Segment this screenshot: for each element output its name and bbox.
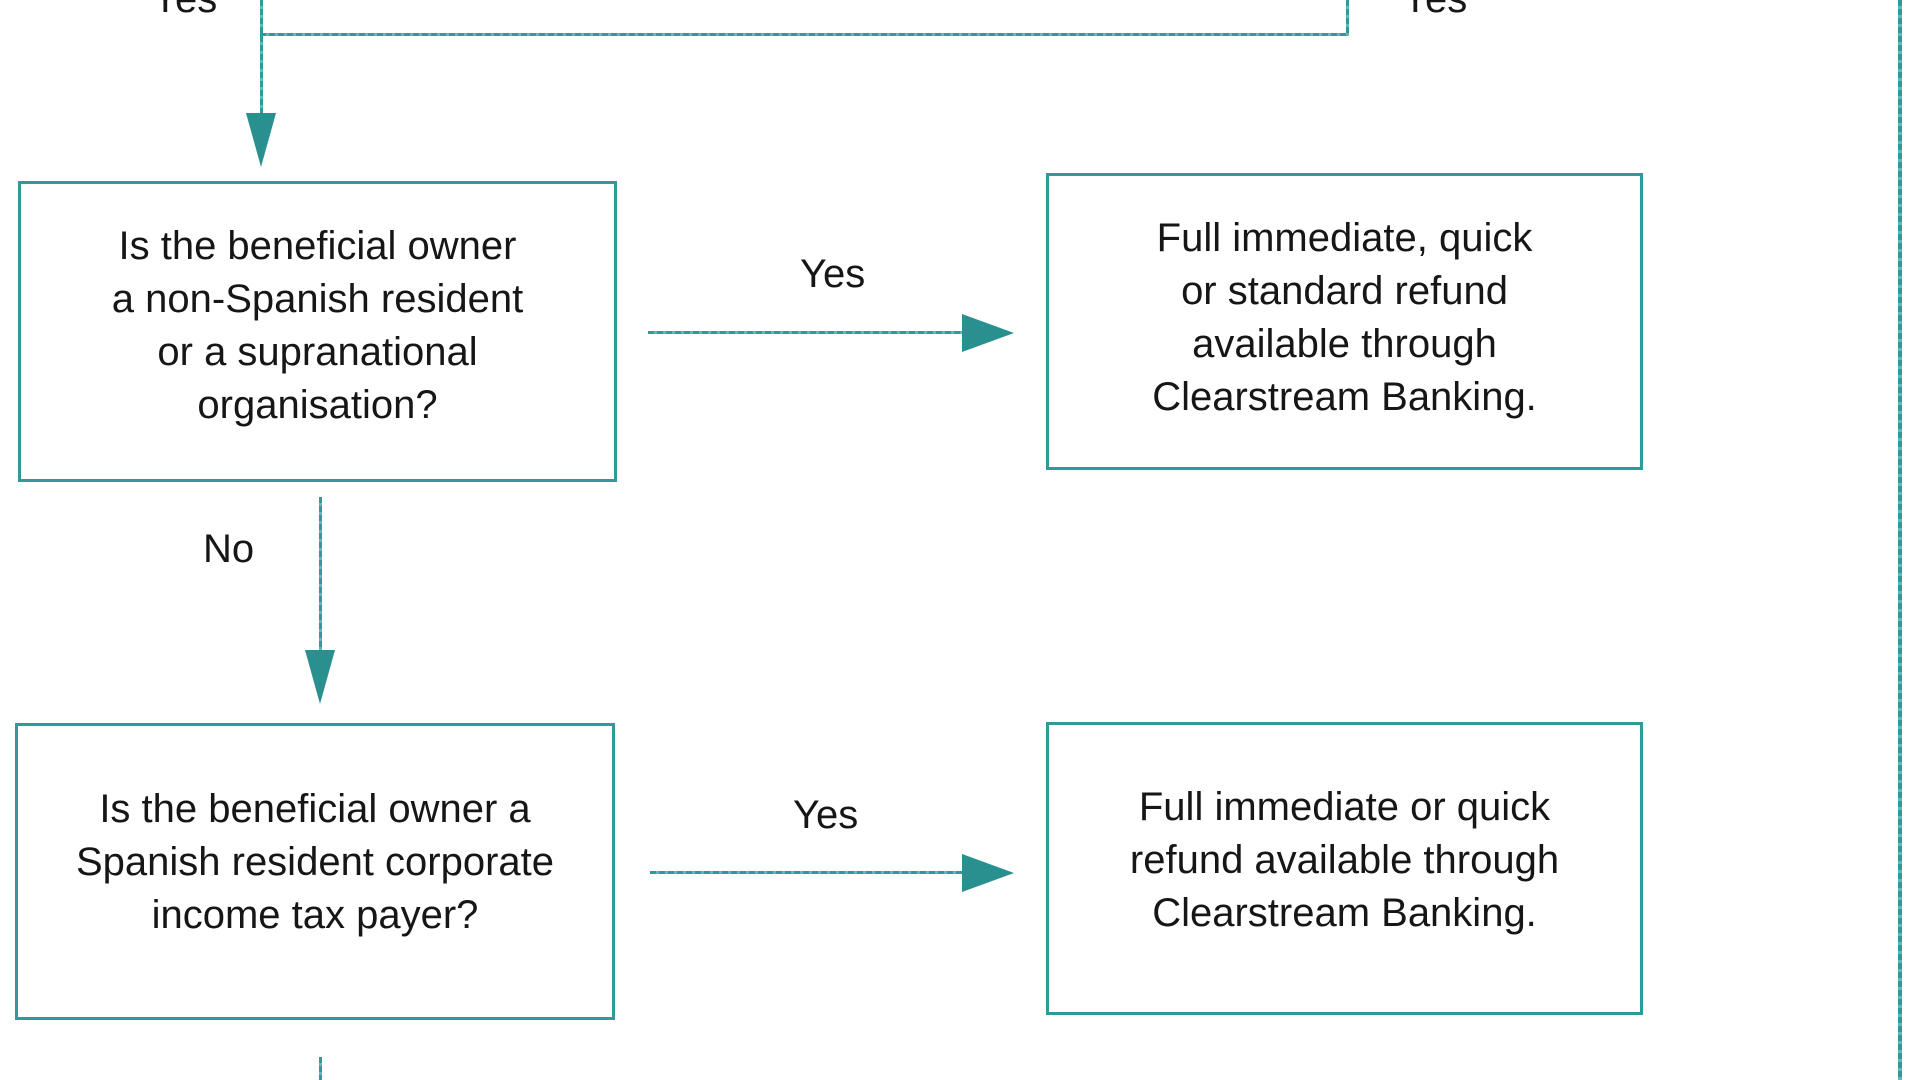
connector-q2-continuation [319, 1057, 322, 1080]
decision-box-text-line: organisation? [197, 382, 438, 427]
outcome-box-text-line: or standard refund [1181, 268, 1508, 313]
decision-box-text-line: or a supranational [157, 329, 478, 374]
outcome-box-text-line: refund available through [1129, 838, 1560, 882]
outcome-box-text-line: Clearstream Banking. [1152, 891, 1537, 935]
edge-label-no: No [203, 527, 255, 571]
decision-box-text-line: Spanish resident corporate [75, 840, 555, 884]
connector-top-right-vertical [1346, 0, 1349, 36]
decision-box-text-line: Is the beneficial owner [118, 223, 517, 268]
edge-label-yes-top-left: Yes [152, 0, 217, 20]
decision-box-text-line: Is the beneficial owner a [99, 787, 531, 831]
outcome-box-full-immediate-quick: Full immediate or quick refund available… [1046, 722, 1643, 1015]
arrowhead-into-q2 [305, 650, 335, 704]
arrowhead-into-r1 [962, 314, 1014, 352]
outcome-box-text-line: Full immediate or quick [1138, 785, 1551, 829]
connector-right-edge-vertical [1898, 0, 1902, 1080]
connector-row1-horizontal [648, 331, 966, 334]
edge-label-yes-row2: Yes [793, 793, 859, 837]
connector-top-left-vertical [260, 0, 263, 113]
connector-no-vertical [319, 497, 322, 650]
connector-row2-horizontal [650, 871, 966, 874]
decision-box-text-line: income tax payer? [151, 893, 479, 937]
edge-label-yes-row1: Yes [800, 252, 866, 296]
connector-top-horizontal [260, 33, 1349, 36]
arrowhead-into-q1 [246, 113, 276, 167]
outcome-box-text-line: Clearstream Banking. [1152, 374, 1537, 419]
decision-box-spanish-corporate-taxpayer: Is the beneficial owner a Spanish reside… [15, 723, 615, 1020]
outcome-box-full-immediate-quick-standard: Full immediate, quick or standard refund… [1046, 173, 1643, 470]
outcome-box-text-line: Full immediate, quick [1156, 215, 1533, 260]
edge-label-yes-top-right: Yes [1402, 0, 1467, 20]
decision-box-non-spanish-resident: Is the beneficial owner a non-Spanish re… [18, 181, 617, 482]
decision-box-text-line: a non-Spanish resident [111, 276, 524, 321]
arrowhead-into-r2 [962, 854, 1014, 892]
outcome-box-text-line: available through [1192, 321, 1497, 366]
